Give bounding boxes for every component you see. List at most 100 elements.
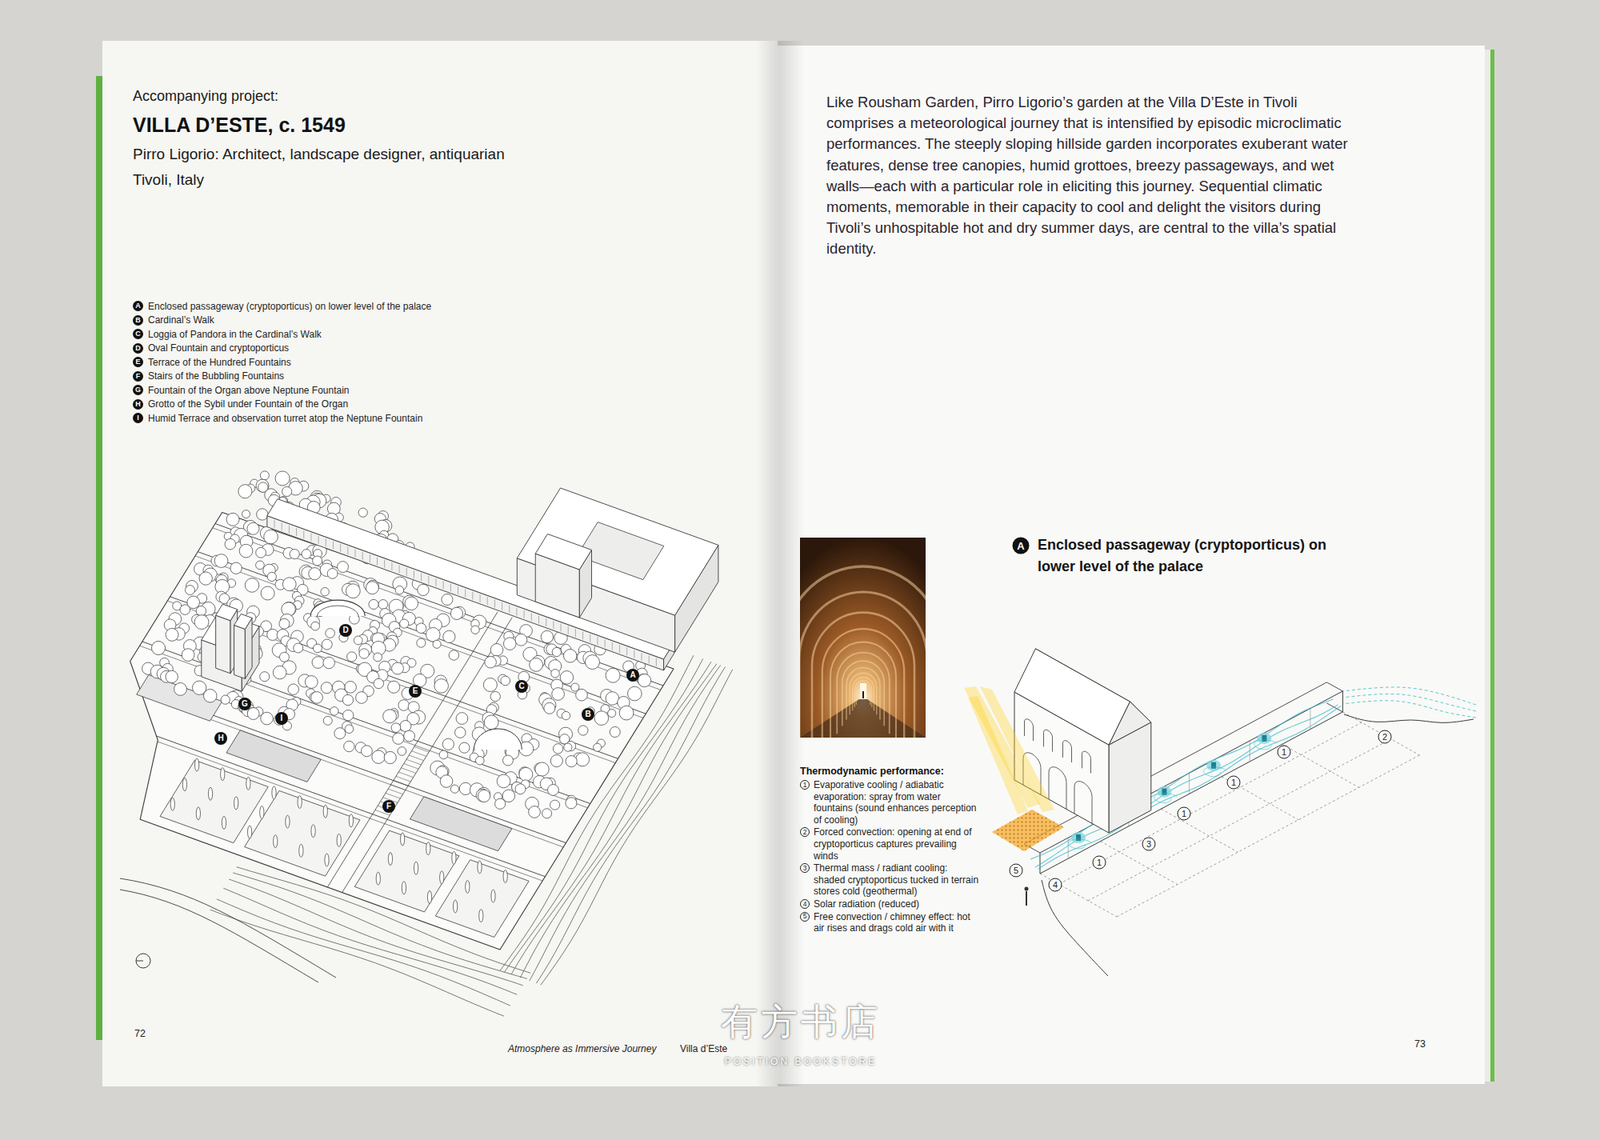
tree-canopy — [442, 738, 454, 750]
wall-hatch — [384, 560, 385, 568]
wall-hatch — [656, 658, 657, 667]
vault-rib — [830, 641, 896, 738]
key-letter: D — [132, 343, 144, 354]
tree-canopy — [312, 656, 324, 669]
wall-hatch — [376, 556, 378, 565]
tree-canopy — [388, 680, 400, 693]
tree-canopy — [637, 673, 651, 687]
cypress — [273, 835, 278, 848]
fountain-spray — [1256, 732, 1272, 744]
cypress — [336, 833, 341, 847]
tree-canopy — [185, 585, 196, 596]
key-text: Terrace of the Hundred Fountains — [148, 356, 292, 368]
list-row: 1Evaporative cooling / adiabatic evapora… — [800, 779, 986, 826]
wall-hatch — [560, 623, 562, 632]
stair-step — [414, 746, 429, 752]
tree-canopy — [608, 708, 616, 717]
vault-rib — [800, 566, 926, 738]
ground-plan-line — [1342, 712, 1420, 756]
stair-step — [396, 776, 411, 782]
wall-hatch — [575, 628, 576, 637]
tree-canopy — [220, 695, 230, 704]
page-title: VILLA D’ESTE, c. 1549 — [132, 112, 346, 137]
sun-ray — [968, 696, 1028, 815]
watermark: 有方书店 — [720, 1000, 881, 1044]
callout-letter: A — [1012, 537, 1030, 555]
wall-hatch — [538, 616, 540, 624]
tree-canopy — [416, 638, 426, 648]
spine-shadow — [756, 40, 804, 1087]
building-arch — [1024, 719, 1034, 741]
key-text: Loggia of Pandora in the Cardinal’s Walk — [148, 328, 322, 340]
cypress — [311, 824, 316, 838]
tree-canopy — [578, 725, 588, 736]
tree-canopy — [417, 584, 429, 596]
key-text: Humid Terrace and observation turret ato… — [148, 412, 423, 424]
tree-canopy — [174, 682, 188, 696]
tree-canopy — [471, 625, 480, 634]
tree-canopy — [544, 702, 556, 714]
section-heading: Enclosed passageway (cryptoporticus) on … — [1037, 534, 1352, 578]
key-letter: E — [132, 356, 144, 368]
wall-hatch — [413, 570, 415, 579]
page-edge — [1484, 49, 1491, 1082]
wall-hatch — [501, 602, 503, 611]
tree-canopy — [565, 797, 577, 809]
corridor-photo — [800, 537, 926, 738]
callout-number: 4 — [1048, 878, 1063, 892]
tree-canopy — [619, 705, 634, 720]
cypress — [299, 844, 304, 857]
tree-canopy — [320, 587, 329, 596]
cypress — [477, 860, 482, 874]
tree-canopy — [551, 669, 560, 679]
tree-canopy — [450, 784, 459, 793]
tree-canopy — [528, 806, 541, 819]
tree-canopy — [484, 656, 497, 668]
tree-canopy — [605, 668, 620, 683]
callout-number: 5 — [1009, 864, 1024, 878]
tree-canopy — [194, 615, 209, 630]
running-footer: Atmosphere as Immersive Journey — [508, 1043, 656, 1055]
tree-canopy — [301, 549, 312, 560]
tree-canopy — [239, 544, 253, 558]
cypress — [220, 768, 225, 781]
tree-canopy — [550, 800, 560, 810]
list-text: Evaporative cooling / adiabatic evaporat… — [813, 779, 982, 826]
vault-rib — [849, 672, 877, 715]
tree-canopy — [439, 750, 448, 760]
cypress — [248, 825, 252, 839]
tree-canopy — [440, 775, 453, 788]
cypress — [272, 786, 276, 800]
wall-hatch — [524, 610, 525, 619]
cypress — [260, 806, 264, 820]
wall-hatch — [648, 655, 650, 664]
map-callout: I — [275, 712, 288, 725]
tree-canopy — [312, 556, 323, 566]
building-arch — [1048, 767, 1067, 810]
wall-hatch — [589, 634, 591, 643]
tree-canopy — [594, 711, 609, 726]
tree-canopy — [329, 707, 339, 716]
wall-hatch — [450, 584, 452, 592]
callout-number: 1 — [1177, 807, 1192, 821]
cypress — [246, 776, 251, 790]
tree-canopy — [503, 637, 516, 651]
tree-canopy — [327, 568, 338, 580]
tree-canopy — [256, 508, 268, 520]
tree-canopy — [519, 767, 533, 781]
list-text: Thermal mass / radiant cooling: shaded c… — [813, 862, 982, 898]
ground-plan-line — [1100, 841, 1178, 885]
key-letter: F — [132, 371, 144, 382]
cypress — [234, 796, 239, 810]
cypress — [170, 797, 175, 811]
list-heading: Thermodynamic performance: — [800, 765, 986, 777]
organ-turret — [216, 604, 238, 621]
wall-hatch — [596, 636, 598, 645]
tree-canopy — [282, 577, 296, 592]
callout-number: 3 — [1142, 837, 1156, 852]
tree-canopy — [561, 711, 570, 720]
wall-hatch — [443, 580, 444, 589]
ground-plan-line — [1160, 808, 1238, 852]
terrace-line — [157, 741, 543, 881]
